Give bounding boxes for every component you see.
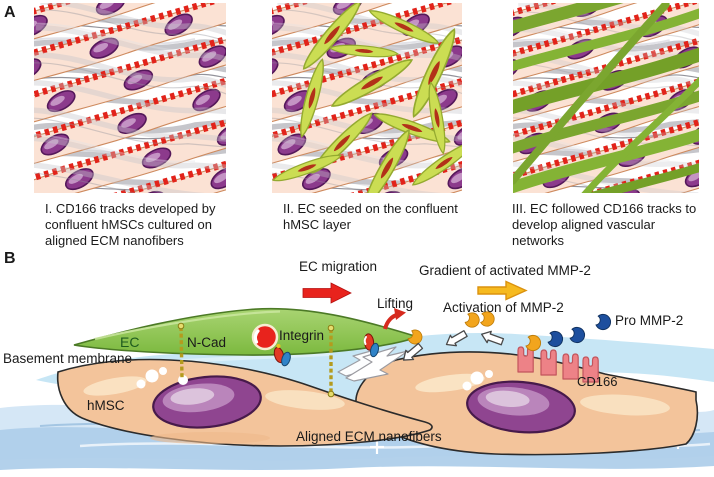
n-cad-label: N-Cad xyxy=(187,335,227,350)
vesicles xyxy=(136,367,188,389)
activation-mmp2-label: Activation of MMP-2 xyxy=(443,300,564,315)
integrin-icon xyxy=(251,323,279,351)
caption-step-2: II. EC seeded on the confluent hMSC laye… xyxy=(283,201,458,232)
n-cad-icon xyxy=(177,322,185,379)
integrin-molecule-icon xyxy=(363,333,380,358)
illustration-ec-seeded xyxy=(272,3,462,193)
hmsc-cell-right xyxy=(355,351,699,456)
schematic-diagram xyxy=(0,280,714,470)
integrin-label: Integrin xyxy=(279,328,325,343)
illustration-cd166-tracks xyxy=(34,3,226,193)
integrin-molecule-icon xyxy=(273,344,291,367)
vesicles xyxy=(462,370,493,391)
caption-step-3: III. EC followed CD166 tracks to develop… xyxy=(512,201,697,248)
basement-membrane-label: Basement membrane xyxy=(3,351,133,366)
n-cad-icon xyxy=(327,324,335,398)
lifting-arrow-icon xyxy=(383,308,406,330)
illustration-vascular-networks xyxy=(513,3,699,193)
hmsc-cell-left xyxy=(56,358,433,447)
pro-mmp2-label: Pro MMP-2 xyxy=(615,313,684,328)
cd166-label: CD166 xyxy=(577,374,618,389)
gradient-mmp2-label: Gradient of activated MMP-2 xyxy=(419,263,591,278)
caption-step-1: I. CD166 tracks developed by confluent h… xyxy=(45,201,216,248)
ec-migration-arrow-icon xyxy=(302,282,352,304)
mmp2-gradient-arrow-icon xyxy=(477,280,528,301)
ec-migration-label: EC migration xyxy=(299,259,378,274)
ec-label: EC xyxy=(120,334,140,350)
vascular-network xyxy=(513,3,699,193)
lifting-label: Lifting xyxy=(377,296,414,311)
membrane-degradation-icon xyxy=(337,346,409,382)
hmsc-label: hMSC xyxy=(87,398,125,413)
panel-b-label: B xyxy=(4,250,16,267)
aligned-ecm-label: Aligned ECM nanofibers xyxy=(296,429,442,444)
panel-a-label: A xyxy=(4,4,16,21)
